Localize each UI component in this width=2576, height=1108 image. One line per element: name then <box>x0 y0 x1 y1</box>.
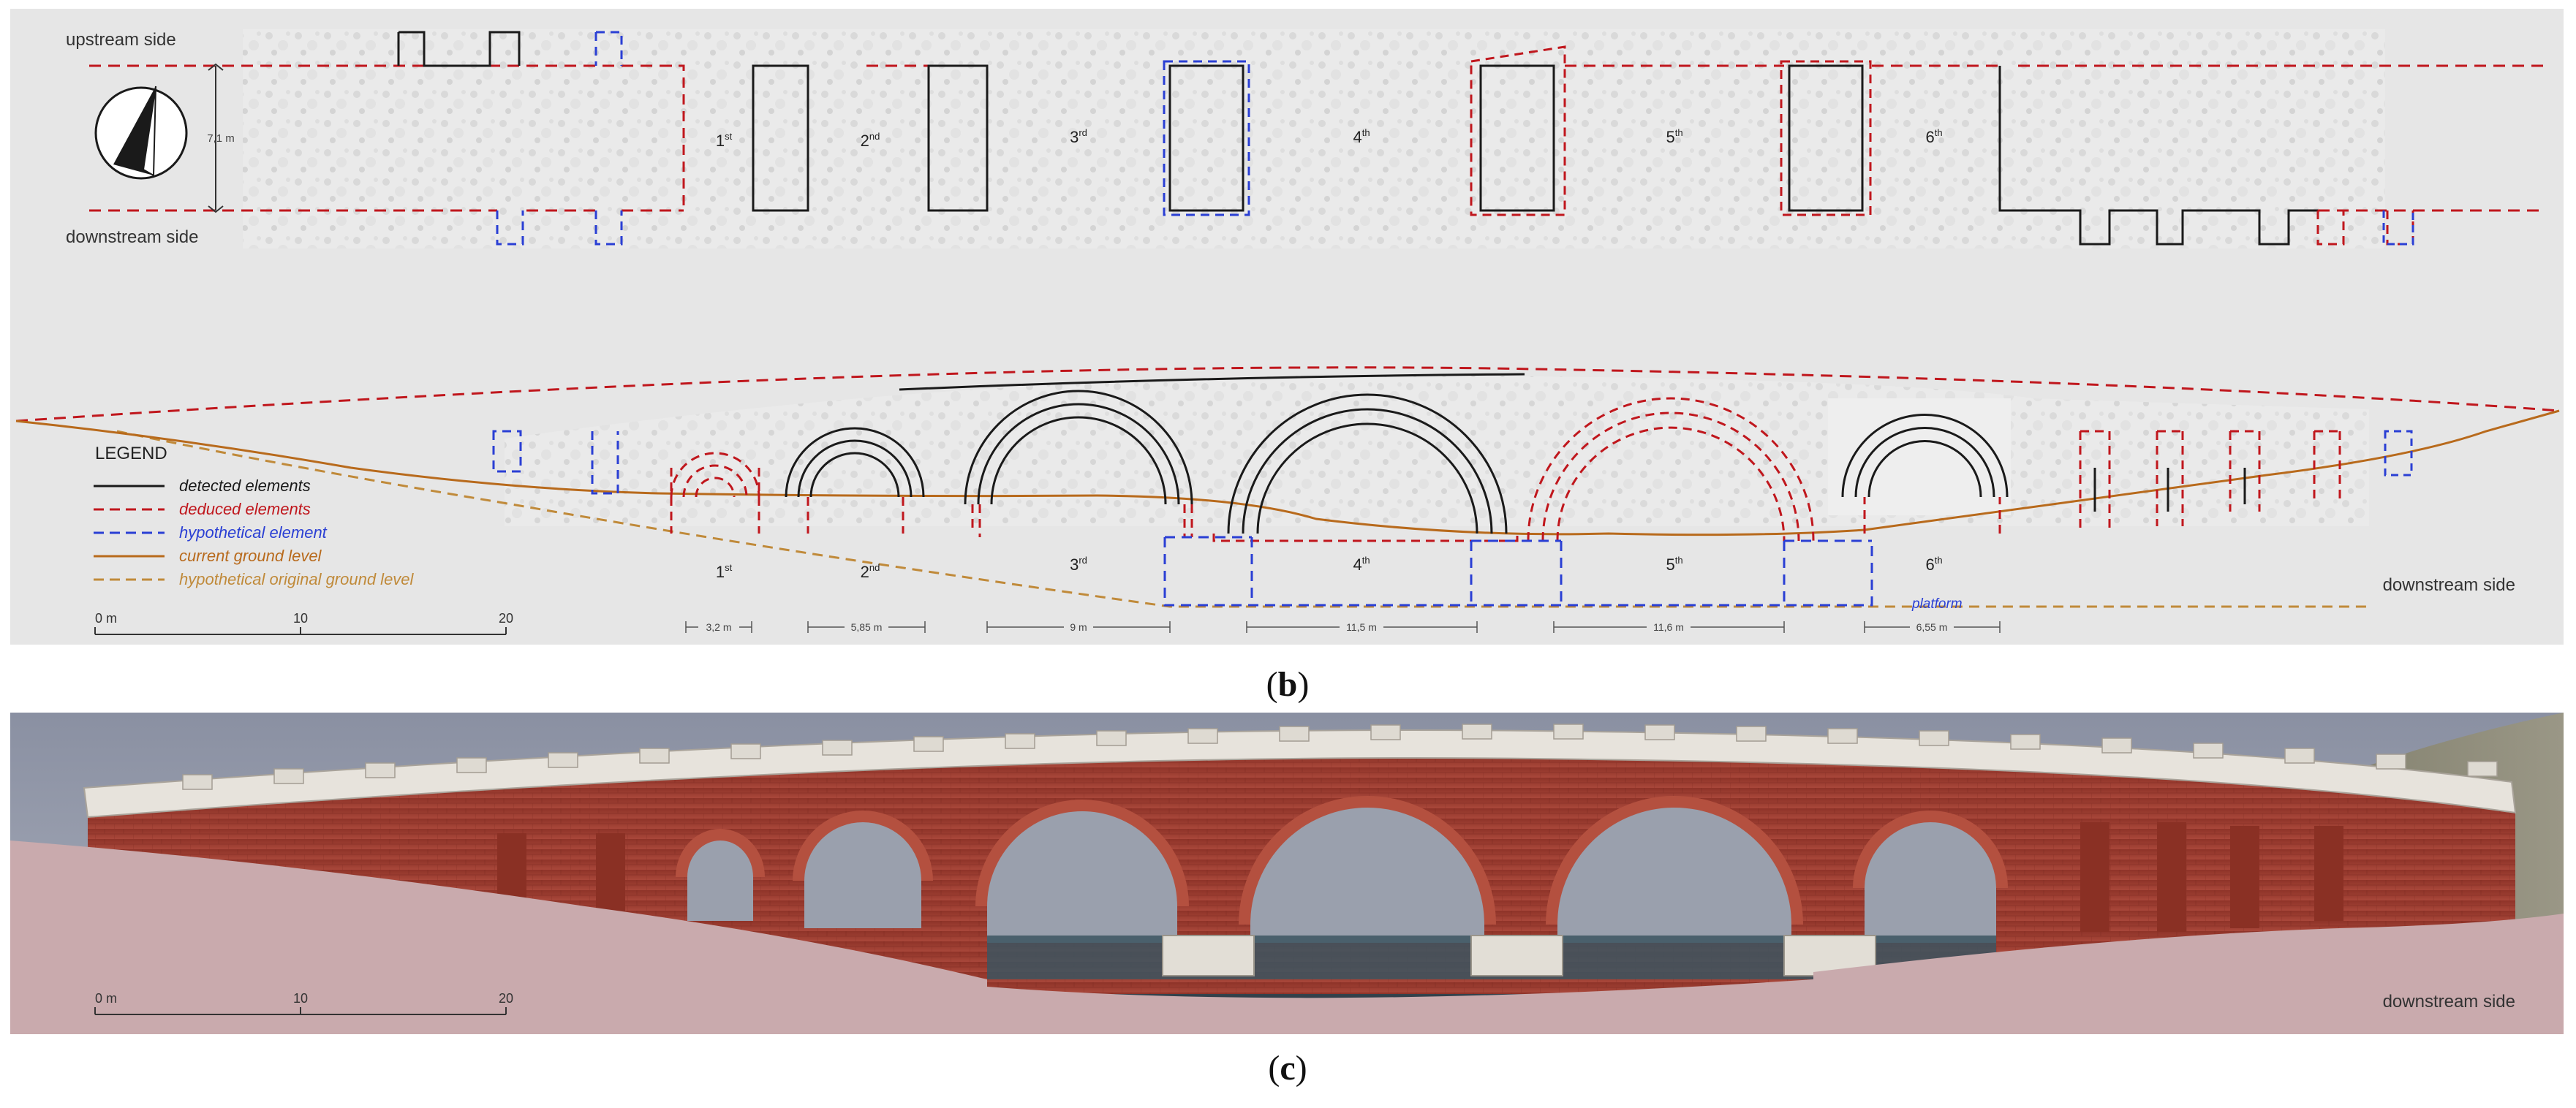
svg-text:current ground level: current ground level <box>179 547 322 565</box>
arch-6 <box>1841 414 2009 534</box>
svg-text:20: 20 <box>499 611 513 626</box>
pier-4-plan-deduced <box>1470 45 1566 216</box>
elev-span-5-label: 5th <box>1666 555 1682 574</box>
svg-text:detected elements: detected elements <box>179 477 311 495</box>
render-terrain-right <box>1813 914 2564 1034</box>
width-dimension-label: 7,1 m <box>207 132 235 145</box>
arch-4 <box>1212 393 1519 542</box>
arch-3 <box>964 390 1193 537</box>
dim-label-1: 3,2 m <box>706 621 731 633</box>
pier-1-plan <box>752 64 809 212</box>
caption-c: (c) <box>1268 1049 1307 1088</box>
right-buttresses-deduced <box>2079 431 2341 530</box>
render-terrain-bottom <box>987 979 1813 1034</box>
svg-text:0 m: 0 m <box>95 611 117 626</box>
svg-text:0 m: 0 m <box>95 991 117 1006</box>
elev-span-4-label: 4th <box>1353 555 1370 574</box>
elev-span-3-label: 3rd <box>1070 555 1087 574</box>
arch-2 <box>785 427 925 534</box>
plan-span-6-label: 6th <box>1925 127 1942 146</box>
dim-label-6: 6,55 m <box>1916 621 1948 633</box>
svg-text:hypothetical element: hypothetical element <box>179 523 328 542</box>
plan-span-1-label: 1st <box>716 131 733 150</box>
dim-label-4: 11,5 m <box>1346 621 1377 633</box>
legend-item-current-ground: current ground level <box>94 547 322 565</box>
caption-b: (b) <box>1266 665 1310 704</box>
render-capstones <box>182 724 2498 790</box>
width-dimension-arrow <box>208 63 224 213</box>
deck-deduced-line <box>15 366 2560 422</box>
render-side-label: downstream side <box>2383 992 2515 1012</box>
elevation-view: 1st 2nd 3rd 4th 5th 6th platform downstr… <box>15 366 2560 635</box>
north-arrow-icon <box>94 86 188 180</box>
right-buttress-hypothetical <box>2384 430 2413 477</box>
right-buttresses-detected <box>2093 468 2246 512</box>
pier-3-plan-hypothetical <box>1163 60 1250 216</box>
render-buttresses <box>497 822 2343 932</box>
pier-4-plan <box>1479 64 1555 212</box>
render-arch-rings <box>676 796 2008 925</box>
svg-text:hypothetical original ground l: hypothetical original ground level <box>179 570 415 588</box>
svg-text:10: 10 <box>293 991 308 1006</box>
dim-label-5: 11,6 m <box>1653 621 1684 633</box>
downstream-side-label: downstream side <box>66 227 198 247</box>
legend-item-deduced: deduced elements <box>94 500 311 518</box>
upstream-cutwaters-detected <box>397 31 521 67</box>
platform-label: platform <box>1911 596 1963 612</box>
upstream-cutwater-hypothetical <box>594 31 623 66</box>
plan-view: 7,1 m upstream side downstream side 1st … <box>66 29 2545 248</box>
plan-right-abutment-detected <box>1998 66 2318 246</box>
elev-span-6-label: 6th <box>1925 555 1942 574</box>
dimension-lines <box>685 621 2001 633</box>
plan-span-3-label: 3rd <box>1070 127 1087 146</box>
legend-item-hypothetical: hypothetical element <box>94 523 328 542</box>
elev-span-2-label: 2nd <box>861 562 880 581</box>
legend-title: LEGEND <box>95 444 167 463</box>
platform-hypothetical <box>1163 537 1873 607</box>
svg-text:10: 10 <box>293 611 308 626</box>
pier-2-plan <box>927 64 989 212</box>
legend-item-original-ground: hypothetical original ground level <box>94 570 415 588</box>
downstream-cutwaters-hypothetical <box>496 210 623 246</box>
dim-label-3: 9 m <box>1070 621 1087 633</box>
pier-5-plan <box>1788 64 1864 212</box>
panel-c-render: downstream side 0 m 10 20 <box>10 713 2564 1034</box>
arch-1 <box>670 452 760 534</box>
elev-span-1-label: 1st <box>716 562 733 581</box>
plan-left-abutment-deduced <box>662 64 685 210</box>
dim-label-2: 5,85 m <box>851 621 883 633</box>
downstream-cutwater-right-hypothetical <box>2382 210 2414 246</box>
pier-footings-hypothetical <box>1165 536 1872 542</box>
left-buttresses-hypothetical <box>492 430 619 495</box>
plan-span-2-label: 2nd <box>861 131 880 150</box>
render-arch-openings <box>687 804 1996 943</box>
render-terrain-left <box>10 841 987 1034</box>
deck-detected-line <box>899 373 1525 391</box>
scale-bar-b: 0 m 10 20 <box>94 611 513 635</box>
plan-span-5-label: 5th <box>1666 127 1682 146</box>
render-parapet <box>83 729 2517 819</box>
arch-5 <box>1527 397 1815 542</box>
pier-5-plan-deduced <box>1780 60 1872 216</box>
pier-3-plan <box>1168 64 1244 212</box>
elevation-side-label: downstream side <box>2383 575 2515 595</box>
upstream-side-label: upstream side <box>66 30 176 50</box>
plan-point-cloud <box>243 29 2385 248</box>
scale-bar-c: 0 m 10 20 <box>94 991 513 1015</box>
original-ground-line <box>116 430 2369 608</box>
dimension-labels: 3,2 m 5,85 m 9 m 11,5 m 11,6 m 6,55 m <box>698 621 1954 634</box>
legend: LEGEND detected elements deduced element… <box>94 444 415 588</box>
legend-item-detected: detected elements <box>94 477 311 495</box>
plan-span-4-label: 4th <box>1353 127 1370 146</box>
svg-text:deduced elements: deduced elements <box>179 500 311 518</box>
svg-text:20: 20 <box>499 991 513 1006</box>
